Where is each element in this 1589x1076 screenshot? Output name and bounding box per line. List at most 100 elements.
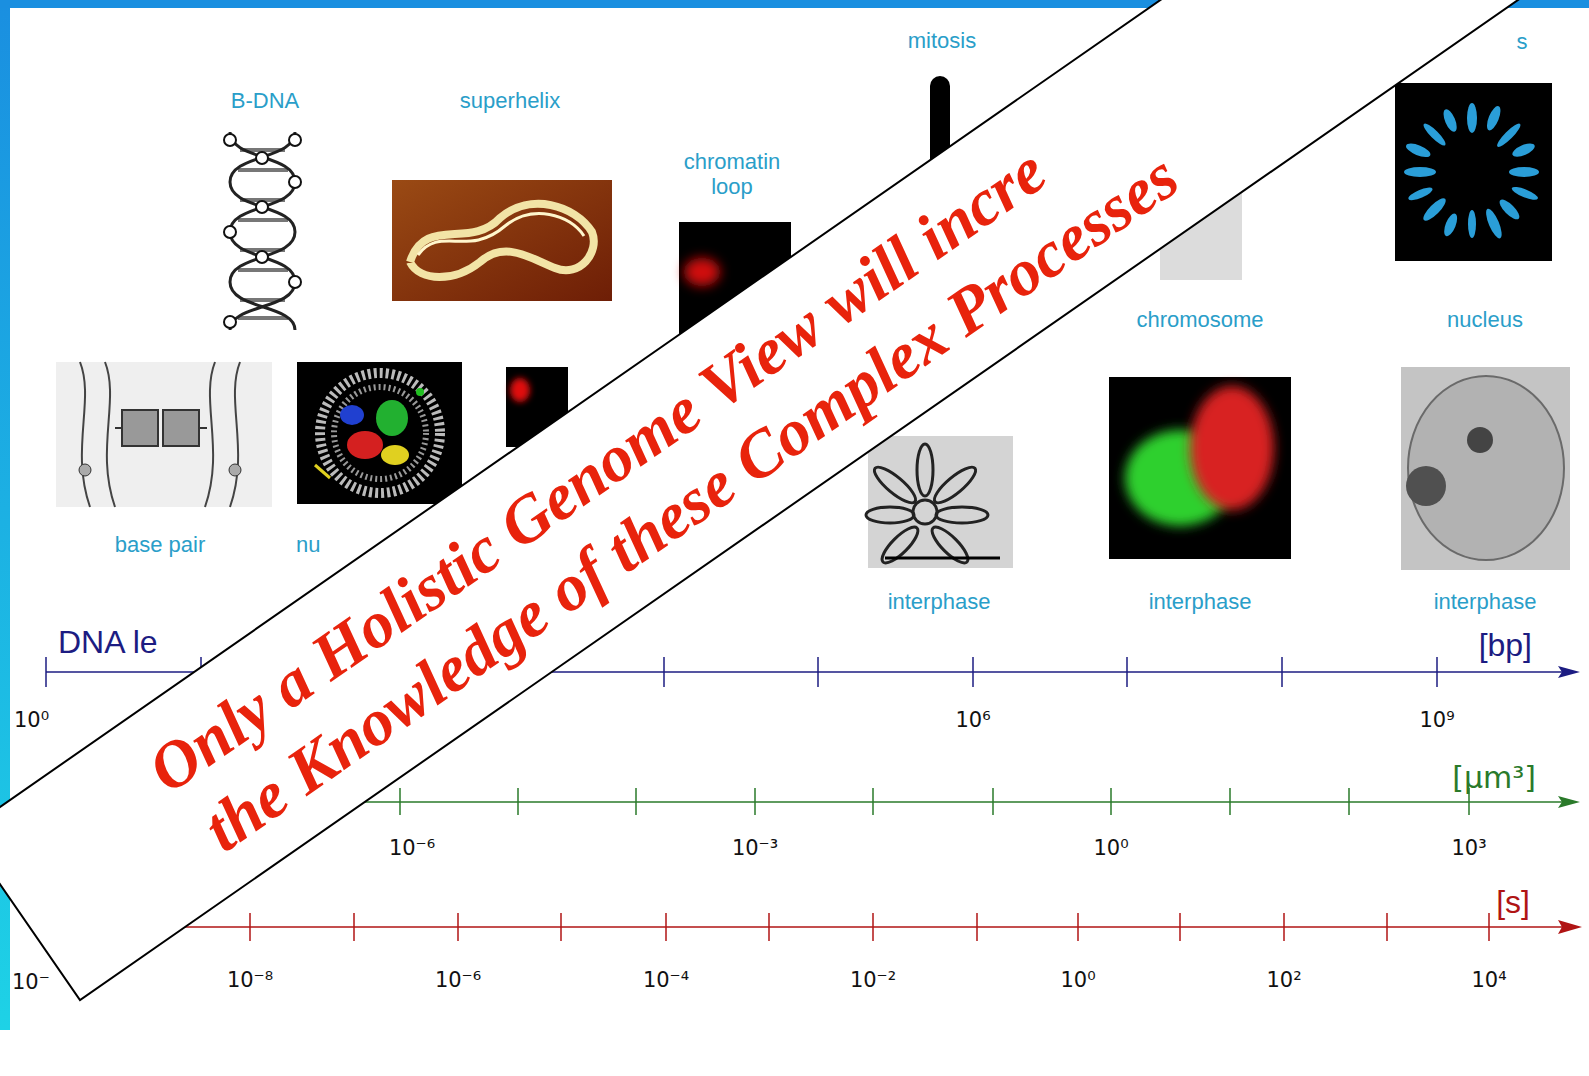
- b-dna-picture-part-part: [256, 251, 268, 263]
- chromosomes-picture-part-part-part: [1404, 141, 1432, 160]
- time-axis-part: [665, 913, 667, 941]
- time-axis-part: [249, 913, 251, 941]
- nucleosome-picture-part: [334, 387, 426, 479]
- chromosomes-picture-part-part: [1420, 195, 1448, 223]
- b-dna-picture: [224, 132, 301, 330]
- base-pair-picture-part: [79, 464, 91, 476]
- chromosomes-picture-part-part: [1468, 210, 1476, 238]
- axis-title: [μm³]: [1452, 761, 1536, 796]
- axis-title: DNA le: [58, 624, 158, 661]
- b-dna-picture-part: [230, 132, 295, 330]
- time-axis: [140, 913, 1582, 941]
- scale-label: nu: [296, 532, 320, 557]
- base-pair-picture-part: [105, 362, 115, 507]
- superhelix-picture-part: [418, 214, 584, 255]
- axis-tick-label: 10⁰: [1060, 968, 1095, 992]
- chromosomes-picture-part-part: [1511, 141, 1537, 160]
- axis-tick-label: 10⁴: [1471, 968, 1506, 992]
- scale-label: base pair: [115, 532, 206, 557]
- nucleus-picture: [1401, 367, 1570, 570]
- nucleosome-picture-part: [297, 362, 462, 504]
- volume-axis-part: [1558, 796, 1580, 808]
- axis-tick-label: 10⁻⁴: [643, 968, 689, 992]
- chromosomes-picture-part-part-part: [1441, 107, 1460, 133]
- b-dna-picture-part-part: [238, 168, 288, 172]
- b-dna-picture-part-part: [224, 316, 236, 328]
- chromosomes-picture-part-part-part: [1420, 195, 1448, 223]
- scale-label: B-DNA: [231, 88, 299, 113]
- dna-length-axis-part: [1436, 657, 1438, 687]
- b-dna-picture-part-part: [256, 152, 268, 164]
- interphase-loops-picture-part-part: [936, 507, 988, 523]
- axis-title: [bp]: [1479, 627, 1532, 664]
- interphase-loops-picture-part-part: [870, 462, 920, 508]
- chromosomes-picture-part-part: [1421, 121, 1448, 148]
- b-dna-picture-part-part: [256, 201, 268, 213]
- chromosomes-picture-part-part: [1407, 185, 1434, 203]
- nucleus-picture-part: [1467, 427, 1493, 453]
- nucleosome-picture-part: [315, 465, 330, 478]
- b-dna-picture-part-part: [289, 134, 301, 146]
- axis-tick-label: 10⁶: [955, 708, 990, 732]
- b-dna-picture-part: [230, 132, 295, 330]
- base-pair-picture-part: [230, 362, 240, 507]
- b-dna-picture-part-part: [238, 268, 288, 272]
- scale-label: nucleus: [1447, 307, 1523, 332]
- interphase-loops-picture-part-part: [930, 462, 980, 508]
- dna-length-axis-part: [817, 657, 819, 687]
- b-dna-picture-part-part: [238, 218, 288, 222]
- scale-label: mitosis: [908, 28, 976, 53]
- b-dna-picture-part-part: [224, 226, 236, 238]
- chromosomes-picture-part-part: [1483, 207, 1505, 240]
- banner-strip: [0, 0, 1589, 1000]
- nucleus-picture-part: [1406, 466, 1446, 506]
- superhelix-picture: [392, 180, 612, 301]
- axis-tick-label: 10⁻: [12, 970, 50, 994]
- chromosomes-picture-part: [1395, 83, 1552, 261]
- chromosomes-picture-part-part-part: [1511, 141, 1537, 160]
- axis-tick-label: 10⁻²: [850, 968, 896, 992]
- time-axis-part: [560, 913, 562, 941]
- dna-length-axis-part: [972, 657, 974, 687]
- chromosomes-picture-part-part-part: [1509, 167, 1539, 177]
- axis-tick-label: 10⁹: [1419, 708, 1454, 732]
- volume-axis-part: [399, 788, 401, 815]
- chromosomes-picture-part-part: [1495, 121, 1523, 149]
- chromatin-loop-picture-part: [684, 258, 720, 286]
- axis-tick-label: 10⁻³: [732, 836, 778, 860]
- time-axis-part: [457, 913, 459, 941]
- axis-title: [s]: [1496, 884, 1530, 921]
- interphase-loops-picture-part-part: [877, 522, 922, 567]
- time-axis-part: [872, 913, 874, 941]
- dna-length-axis-part: [45, 657, 47, 687]
- nucleus-picture-part: [1401, 367, 1570, 570]
- base-pair-picture-part: [56, 362, 272, 507]
- chromosomes-picture-part-part-part: [1467, 103, 1477, 133]
- axis-tick-label: 10⁰: [1093, 836, 1128, 860]
- time-axis-part: [1283, 913, 1285, 941]
- chromosomes-picture-part-part: [1441, 107, 1460, 133]
- superhelix-picture-part: [392, 180, 612, 301]
- superhelix-picture-part: [410, 204, 594, 277]
- chromosomes-picture-part-part-part: [1442, 212, 1460, 238]
- nucleosome-picture-part: [376, 400, 408, 436]
- chromosomes-picture-part-part: [1484, 104, 1503, 132]
- nucleosome-picture-part: [347, 431, 383, 459]
- b-dna-picture-part-part: [289, 276, 301, 288]
- b-dna-picture-part-part: [224, 134, 236, 146]
- chromosomes-picture-part-part-part: [1404, 167, 1436, 177]
- nucleosome-picture-part: [416, 388, 424, 396]
- b-dna-picture-part: [238, 150, 288, 318]
- base-pair-picture: [56, 362, 272, 507]
- scale-label: interphase: [888, 589, 991, 614]
- base-pair-picture-part: [199, 427, 207, 429]
- volume-axis-part: [517, 788, 519, 815]
- volume-axis-part: [1110, 788, 1112, 815]
- axis-tick-label: 10⁻⁸: [227, 968, 273, 992]
- interphase-loops-picture-part-part: [866, 507, 914, 523]
- chromosomes-picture-part-part-part: [1497, 197, 1522, 222]
- time-axis-part: [1558, 920, 1582, 934]
- volume-axis-part: [1229, 788, 1231, 815]
- nucleosome-picture-part: [381, 445, 409, 465]
